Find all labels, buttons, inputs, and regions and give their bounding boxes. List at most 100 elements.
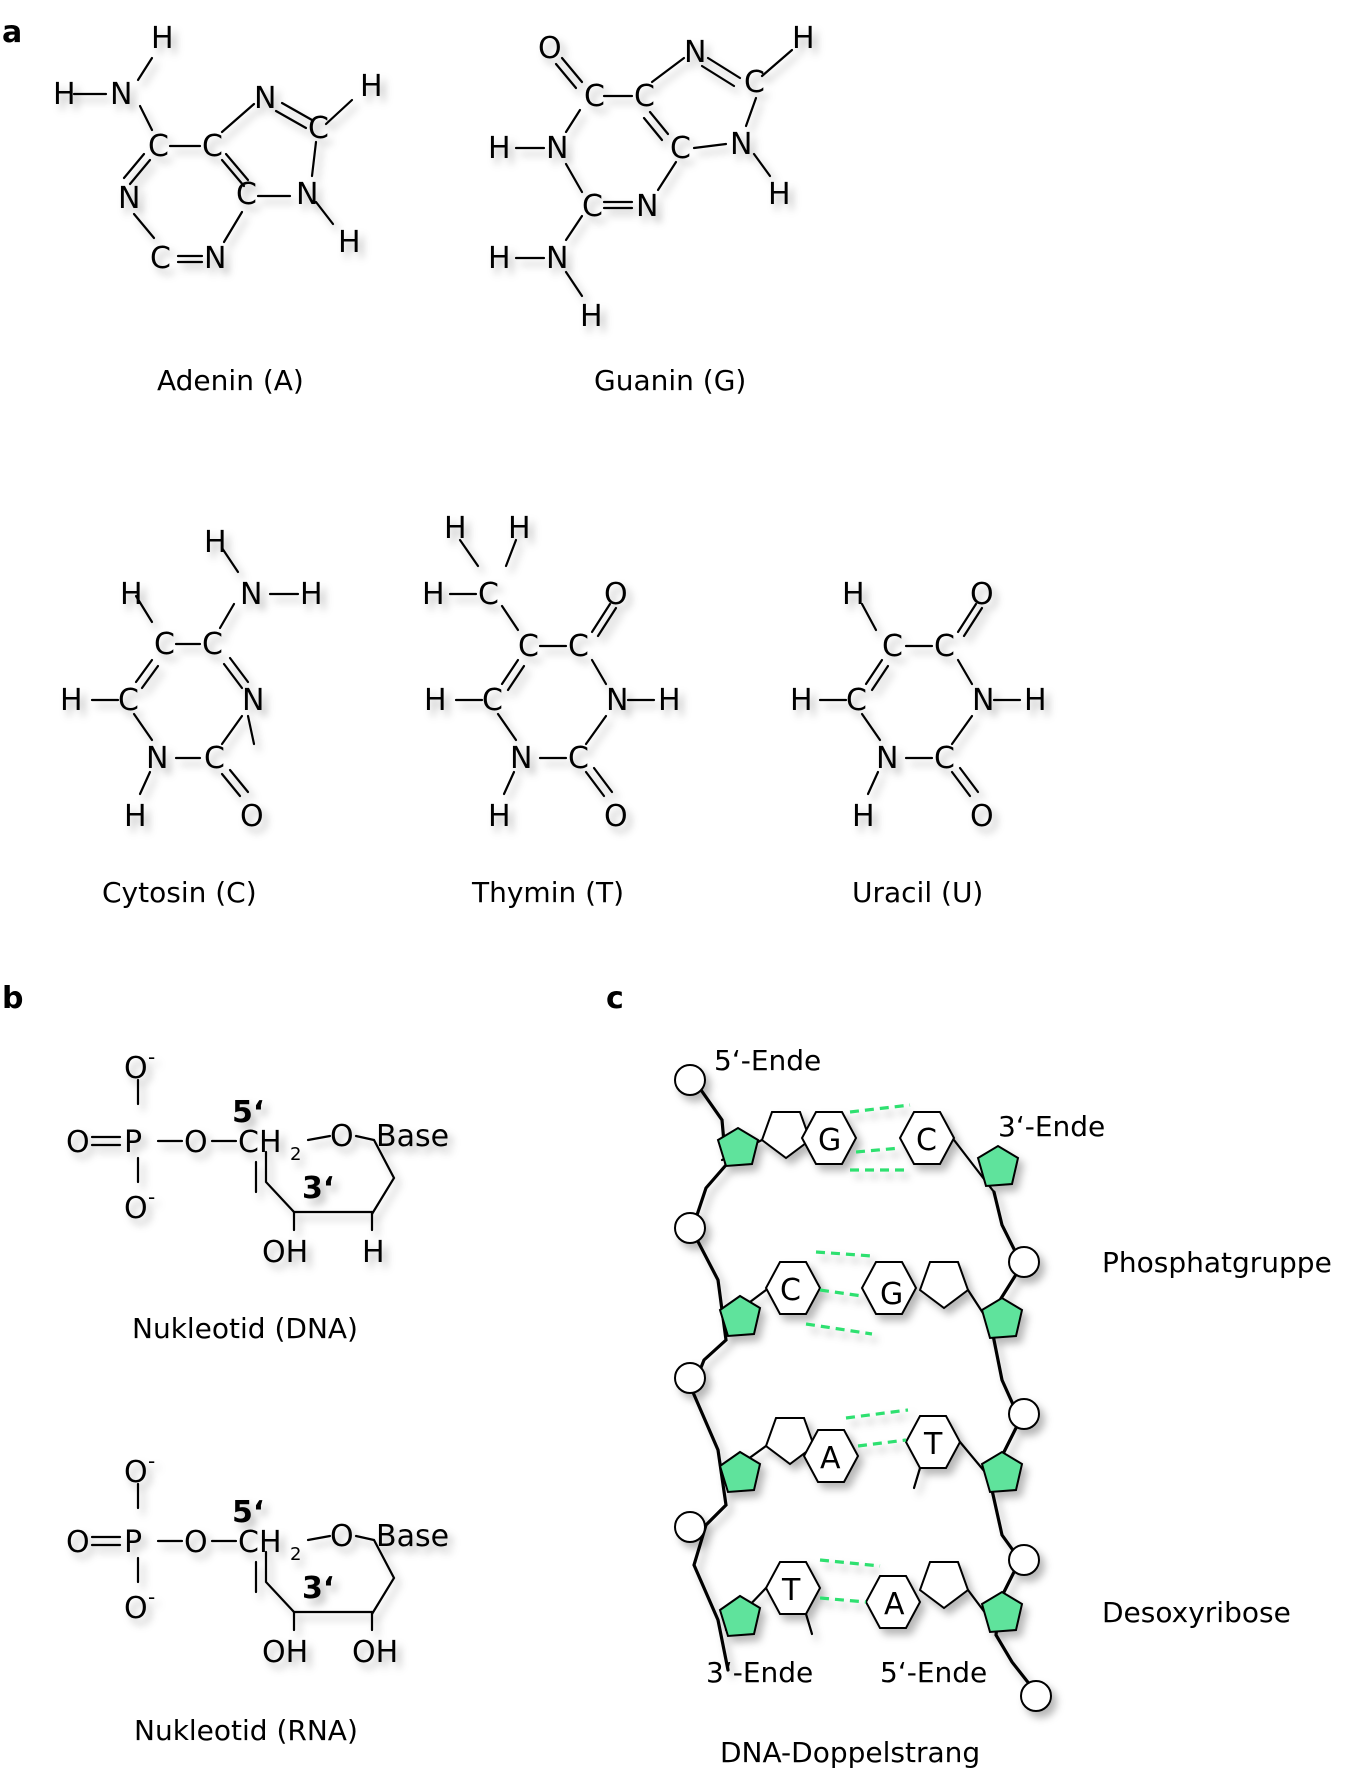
uracil-atom: C [882, 629, 903, 664]
cytosin-atom: N [240, 577, 262, 612]
base-letter: C [780, 1273, 801, 1308]
guanin-atom: O [538, 31, 562, 66]
thymin-atom: N [510, 741, 532, 776]
rna-atom: CH [238, 1525, 282, 1560]
rna-subscript: 2 [290, 1544, 301, 1565]
thymin-atom: H [424, 683, 447, 718]
adenin-structure: H H N C C N C H N H C N C N [53, 21, 383, 276]
guanin-atom: N [730, 127, 752, 162]
guanin-atom: N [546, 131, 568, 166]
guanin-atom: C [634, 79, 655, 114]
phosphate-left-1 [674, 1064, 706, 1096]
thymin-atom: H [508, 511, 531, 546]
desoxyribose-right-2 [980, 1296, 1024, 1340]
adenin-atom: N [254, 81, 276, 116]
guanin-atom: C [582, 189, 603, 224]
cytosin-atom: H [120, 577, 143, 612]
panel-label-c: c [606, 981, 624, 1016]
uracil-atom: H [842, 577, 865, 612]
cytosin-atom: N [146, 741, 168, 776]
rna-atom: O [330, 1519, 354, 1554]
thymin-atom: H [444, 511, 467, 546]
base-letter: A [884, 1587, 905, 1622]
adenin-atom: H [53, 77, 76, 112]
phosphate-right-1 [1008, 1246, 1040, 1278]
guanin-atom: H [580, 299, 603, 334]
guanin-atom: C [744, 65, 765, 100]
dna-atom: CH [238, 1125, 282, 1160]
phosphate-left-4 [674, 1511, 706, 1543]
rna-atom: O [184, 1525, 208, 1560]
nucleotide-dna-caption: Nukleotid (DNA) [132, 1312, 358, 1345]
guanin-atom: C [584, 79, 605, 114]
uracil-atom: N [972, 683, 994, 718]
dna-five-prime: 5‘ [232, 1095, 264, 1130]
rna-atom: OH [262, 1635, 308, 1670]
phosphate-left-3 [674, 1362, 706, 1394]
phosphate-right-3 [1008, 1544, 1040, 1576]
uracil-atom: H [790, 683, 813, 718]
dna-atom: O [330, 1119, 354, 1154]
desoxyribose-left-4 [718, 1594, 762, 1638]
guanin-atom: H [792, 21, 815, 56]
uracil-atom: O [970, 799, 994, 834]
rna-atom: O [124, 1455, 148, 1490]
thymin-atom: H [488, 799, 511, 834]
adenin-caption: Adenin (A) [157, 364, 304, 397]
phosphate-label: Phosphatgruppe [1102, 1246, 1332, 1279]
thymin-atom: C [568, 629, 589, 664]
guanin-atom: H [488, 131, 511, 166]
adenin-atom: N [118, 181, 140, 216]
end-3-bottom-label: 3‘-Ende [706, 1656, 813, 1689]
dna-atom: O [124, 1191, 148, 1226]
end-5-top-label: 5‘-Ende [714, 1044, 821, 1077]
panel-label-b: b [2, 981, 23, 1016]
uracil-atom: H [1024, 683, 1047, 718]
thymin-atom: C [482, 683, 503, 718]
phosphate-right-4 [1020, 1680, 1052, 1712]
guanin-atom: N [684, 35, 706, 70]
base-letter: A [820, 1441, 841, 1476]
uracil-atom: H [852, 799, 875, 834]
uracil-structure: H O C C H C N H N C H O [790, 577, 1047, 834]
base-letter: T [781, 1573, 801, 1608]
thymin-structure: H H H C O C C H C N H N C H O [422, 511, 681, 834]
base-letter: T [923, 1427, 943, 1462]
nucleotide-dna-structure: O - O P O 5‘ CH 2 O Base 3‘ O - OH H [66, 1045, 449, 1270]
nucleotide-rna-caption: Nukleotid (RNA) [134, 1714, 358, 1747]
phosphate-left-2 [674, 1212, 706, 1244]
cytosin-caption: Cytosin (C) [102, 876, 257, 909]
cytosin-atom: H [60, 683, 83, 718]
adenin-atom: C [236, 177, 257, 212]
uracil-atom: C [934, 741, 955, 776]
desoxyribose-label: Desoxyribose [1102, 1596, 1291, 1629]
adenin-atom: N [110, 77, 132, 112]
desoxyribose-left-1 [716, 1126, 760, 1168]
rna-atom: P [124, 1525, 142, 1560]
desoxyribose-left-2 [718, 1294, 762, 1338]
adenin-atom: C [202, 129, 223, 164]
dna-atom: OH [262, 1235, 308, 1270]
adenin-atom: C [150, 241, 171, 276]
uracil-atom: C [934, 629, 955, 664]
dna-three-prime: 3‘ [302, 1171, 334, 1206]
rna-atom: O [124, 1591, 148, 1626]
desoxyribose-right-3 [980, 1450, 1024, 1494]
desoxyribose-right-4 [980, 1590, 1024, 1634]
rna-atom: OH [352, 1635, 398, 1670]
base-letter: C [916, 1123, 937, 1158]
desoxyribose-right-1 [976, 1144, 1020, 1188]
end-3-top-label: 3‘-Ende [998, 1110, 1105, 1143]
thymin-atom: O [604, 799, 628, 834]
rna-base-label: Base [376, 1519, 449, 1554]
cytosin-atom: H [300, 577, 323, 612]
backbone-left [690, 1078, 730, 1672]
adenin-atom: N [296, 177, 318, 212]
end-5-bottom-label: 5‘-Ende [880, 1656, 987, 1689]
dna-base-label: Base [376, 1119, 449, 1154]
uracil-atom: N [876, 741, 898, 776]
thymin-atom: C [518, 629, 539, 664]
thymin-atom: H [658, 683, 681, 718]
dna-atom: O [184, 1125, 208, 1160]
guanin-atom: N [546, 241, 568, 276]
